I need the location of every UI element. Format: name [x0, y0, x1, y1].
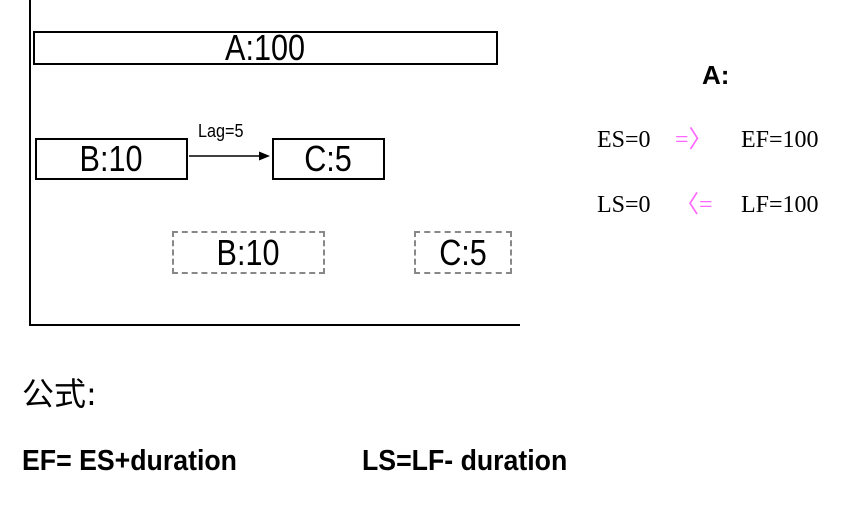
backward-arrow-symbol: 〈= — [675, 192, 713, 218]
activity-b-late-label: B:10 — [217, 231, 280, 273]
backward-pass-row: LS=0 〈= LF=100 — [597, 193, 819, 217]
lf-value: LF=100 — [741, 192, 819, 218]
activity-a-bar: A:100 — [33, 27, 498, 68]
ls-formula: LS=LF- duration — [362, 447, 585, 476]
ls-formula-text: LS=LF- duration — [362, 445, 568, 477]
ef-formula-text: EF= ES+duration — [22, 445, 237, 477]
activity-b-bar: B:10 — [35, 138, 188, 180]
y-axis-line — [29, 0, 31, 326]
lag-arrow-icon — [189, 151, 270, 161]
formula-heading: 公式: — [22, 375, 97, 413]
activity-b-late-bar: B:10 — [172, 231, 325, 274]
es-value: ES=0 — [597, 127, 651, 153]
lag-label: Lag=5 — [198, 122, 249, 140]
ls-value: LS=0 — [597, 192, 651, 218]
activity-c-label: C:5 — [304, 138, 353, 179]
activity-c-late-label: C:5 — [439, 231, 487, 273]
activity-a-title: A: — [702, 60, 730, 90]
activity-c-bar: C:5 — [272, 138, 385, 180]
ef-formula: EF= ES+duration — [22, 447, 256, 476]
x-axis-line — [29, 324, 520, 326]
activity-a-label: A:100 — [225, 27, 306, 68]
activity-c-late-bar: C:5 — [414, 231, 512, 274]
forward-arrow-symbol: =〉 — [675, 127, 713, 153]
activity-b-label: B:10 — [80, 138, 143, 179]
ef-value: EF=100 — [741, 127, 819, 153]
forward-pass-row: ES=0 =〉 EF=100 — [597, 128, 819, 152]
lag-label-text: Lag=5 — [198, 121, 244, 141]
